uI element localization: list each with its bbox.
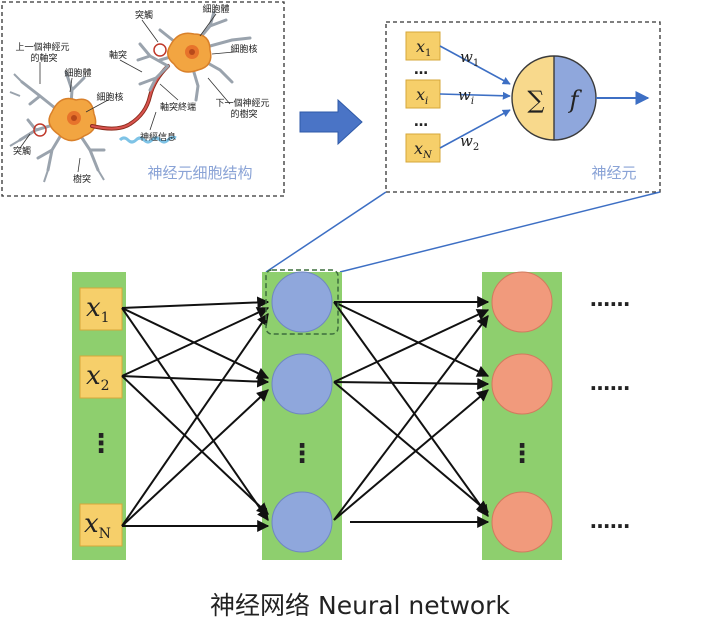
continuation-dots-2: ……: [590, 371, 630, 395]
neuron-panel-title: 神经元: [591, 164, 636, 182]
weight-arrow-1: [439, 45, 511, 85]
label-nucleus-right: 細胞核: [230, 43, 257, 55]
label-prev-axon-line2: 的軸突: [30, 52, 57, 64]
label-synapse-top: 突觸: [135, 9, 153, 21]
label-synapse-left: 突觸: [13, 145, 31, 157]
neuron-unit: ∑ f: [511, 55, 597, 141]
label-next-dendrite-line1: 下一個神經元: [216, 97, 270, 109]
label-dendrite: 樹突: [73, 173, 91, 185]
input-gap-dots: ⋮: [88, 429, 114, 459]
label-nerve-signal: 神經信息: [140, 131, 176, 143]
neuron-input-i: xi: [416, 85, 428, 107]
transform-arrow: [299, 98, 363, 146]
biology-panel: 上一個神經元 的軸突 細胞體 突觸 細胞體 軸突 細胞核 細胞核 軸突終端 下一…: [1, 1, 285, 197]
zoom-connector-right: [339, 191, 661, 273]
network-input-2: x2: [86, 361, 110, 394]
hidden-node-1: [271, 271, 333, 333]
network-input-1: x1: [86, 293, 110, 326]
output-node-1: [491, 271, 553, 333]
weight-arrow-2: [439, 109, 511, 149]
weight-label-1: w1: [460, 48, 479, 69]
label-next-dendrite: 下一個神經元 的樹突: [216, 97, 273, 120]
network-input-n: xN: [84, 509, 111, 542]
weight-label-2: w2: [460, 132, 479, 153]
weight-arrow-i: [439, 91, 511, 100]
network-input-box-n: [79, 503, 123, 547]
figure-caption: 神经网络 Neural network: [210, 591, 510, 620]
label-next-dendrite-line2: 的樹突: [230, 108, 257, 120]
hidden-node-2: [271, 353, 333, 415]
biology-panel-title: 神经元细胞结构: [147, 164, 252, 182]
neuron-input-dots-1: …: [414, 62, 428, 78]
label-cell-body-top: 細胞體: [202, 3, 229, 15]
neuron-panel: x1 xi xN … … w1 wi w2 ∑ f 神经元: [385, 21, 661, 193]
synapse-marker-right: [153, 43, 167, 57]
label-cell-body-left: 細胞體: [64, 67, 91, 79]
network: x1 x2 xN ⋮ ⋮ ⋮: [72, 269, 630, 560]
output-gap-dots: ⋮: [509, 439, 535, 469]
continuation-dots-3: ……: [590, 509, 630, 533]
continuation-dots-1: ……: [590, 287, 630, 311]
input-hidden-connections: [121, 296, 270, 532]
zoom-connector-left: [265, 191, 387, 273]
output-node-n: [491, 491, 553, 553]
hidden-gap-dots: ⋮: [289, 439, 315, 469]
sum-symbol: ∑: [527, 86, 544, 114]
neuron-illustration: [9, 10, 252, 183]
synapse-marker-left: [33, 123, 47, 137]
highlighted-neuron-frame: [265, 269, 339, 335]
label-axon-terminal: 軸突終端: [160, 101, 196, 113]
weight-label-i: wi: [458, 86, 474, 107]
hidden-node-n: [271, 491, 333, 553]
label-prev-axon-line1: 上一個神經元: [16, 41, 70, 53]
hidden-output-connections: [333, 296, 490, 528]
label-prev-axon: 上一個神經元 的軸突: [16, 41, 73, 64]
neuron-input-1: x1: [416, 37, 431, 59]
label-axon-top: 軸突: [109, 49, 127, 61]
output-node-2: [491, 353, 553, 415]
neuron-sum-half: [512, 56, 554, 140]
neuron-input-n: xN: [414, 139, 433, 161]
network-input-box-2: [79, 355, 123, 399]
neuron-input-box-i: [405, 79, 441, 109]
neuron-activation-half: [554, 56, 596, 140]
neuron-input-dots-2: …: [414, 114, 428, 130]
label-nucleus-left: 細胞核: [96, 91, 123, 103]
